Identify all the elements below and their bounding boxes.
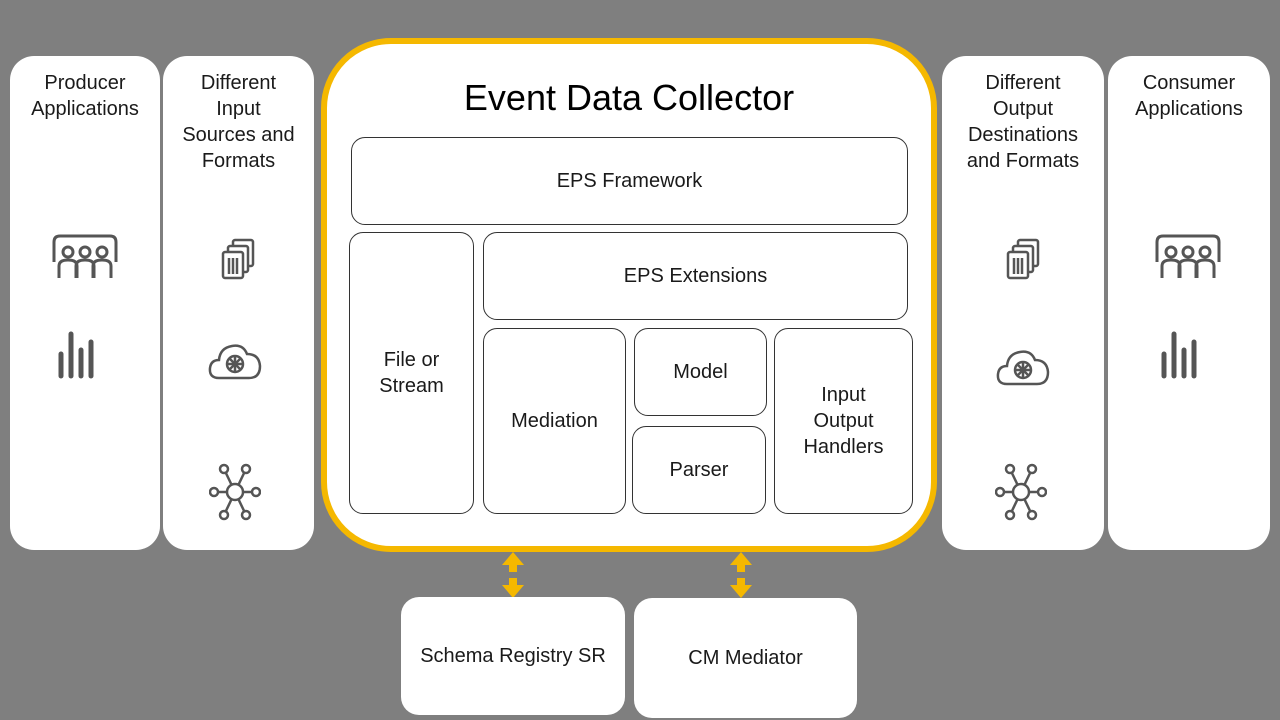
- model-box: Model: [634, 328, 767, 416]
- bar-chart-icon: [1159, 328, 1201, 380]
- producer-applications-panel: Producer Applications: [10, 56, 160, 550]
- consumer-applications-panel: Consumer Applications: [1108, 56, 1270, 550]
- eps-extensions-box: EPS Extensions: [483, 232, 908, 320]
- cm-mediator-connector: [730, 552, 752, 598]
- bar-chart-icon: [56, 328, 98, 380]
- parser-box: Parser: [632, 426, 766, 514]
- documents-icon: [1006, 238, 1042, 280]
- schema-registry-connector: [502, 552, 524, 598]
- schema-registry-box: Schema Registry SR: [401, 597, 625, 715]
- cloud-network-icon: [995, 344, 1051, 388]
- cloud-network-icon: [207, 338, 263, 382]
- output-destinations-panel: Different Output Destinations and Format…: [942, 56, 1104, 550]
- input-output-handlers-box: Input Output Handlers: [774, 328, 913, 514]
- cm-mediator-box: CM Mediator: [634, 598, 857, 718]
- output-destinations-title: Different Output Destinations and Format…: [966, 72, 1080, 172]
- eps-framework-box: EPS Framework: [351, 137, 908, 225]
- collector-title: Event Data Collector: [463, 77, 795, 118]
- hub-network-icon: [995, 462, 1047, 522]
- consumer-applications-title: Consumer Applications: [1135, 72, 1243, 120]
- input-sources-panel: Different Input Sources and Formats: [163, 56, 314, 550]
- people-group-icon: [1153, 232, 1223, 282]
- input-sources-title: Different Input Sources and Formats: [182, 72, 295, 172]
- mediation-box: Mediation: [483, 328, 626, 514]
- producer-applications-title: Producer Applications: [31, 72, 139, 120]
- file-or-stream-box: File or Stream: [349, 232, 474, 514]
- documents-icon: [221, 238, 257, 280]
- people-group-icon: [50, 232, 120, 282]
- event-data-collector: Event Data Collector EPS Framework File …: [321, 38, 937, 552]
- hub-network-icon: [209, 462, 261, 522]
